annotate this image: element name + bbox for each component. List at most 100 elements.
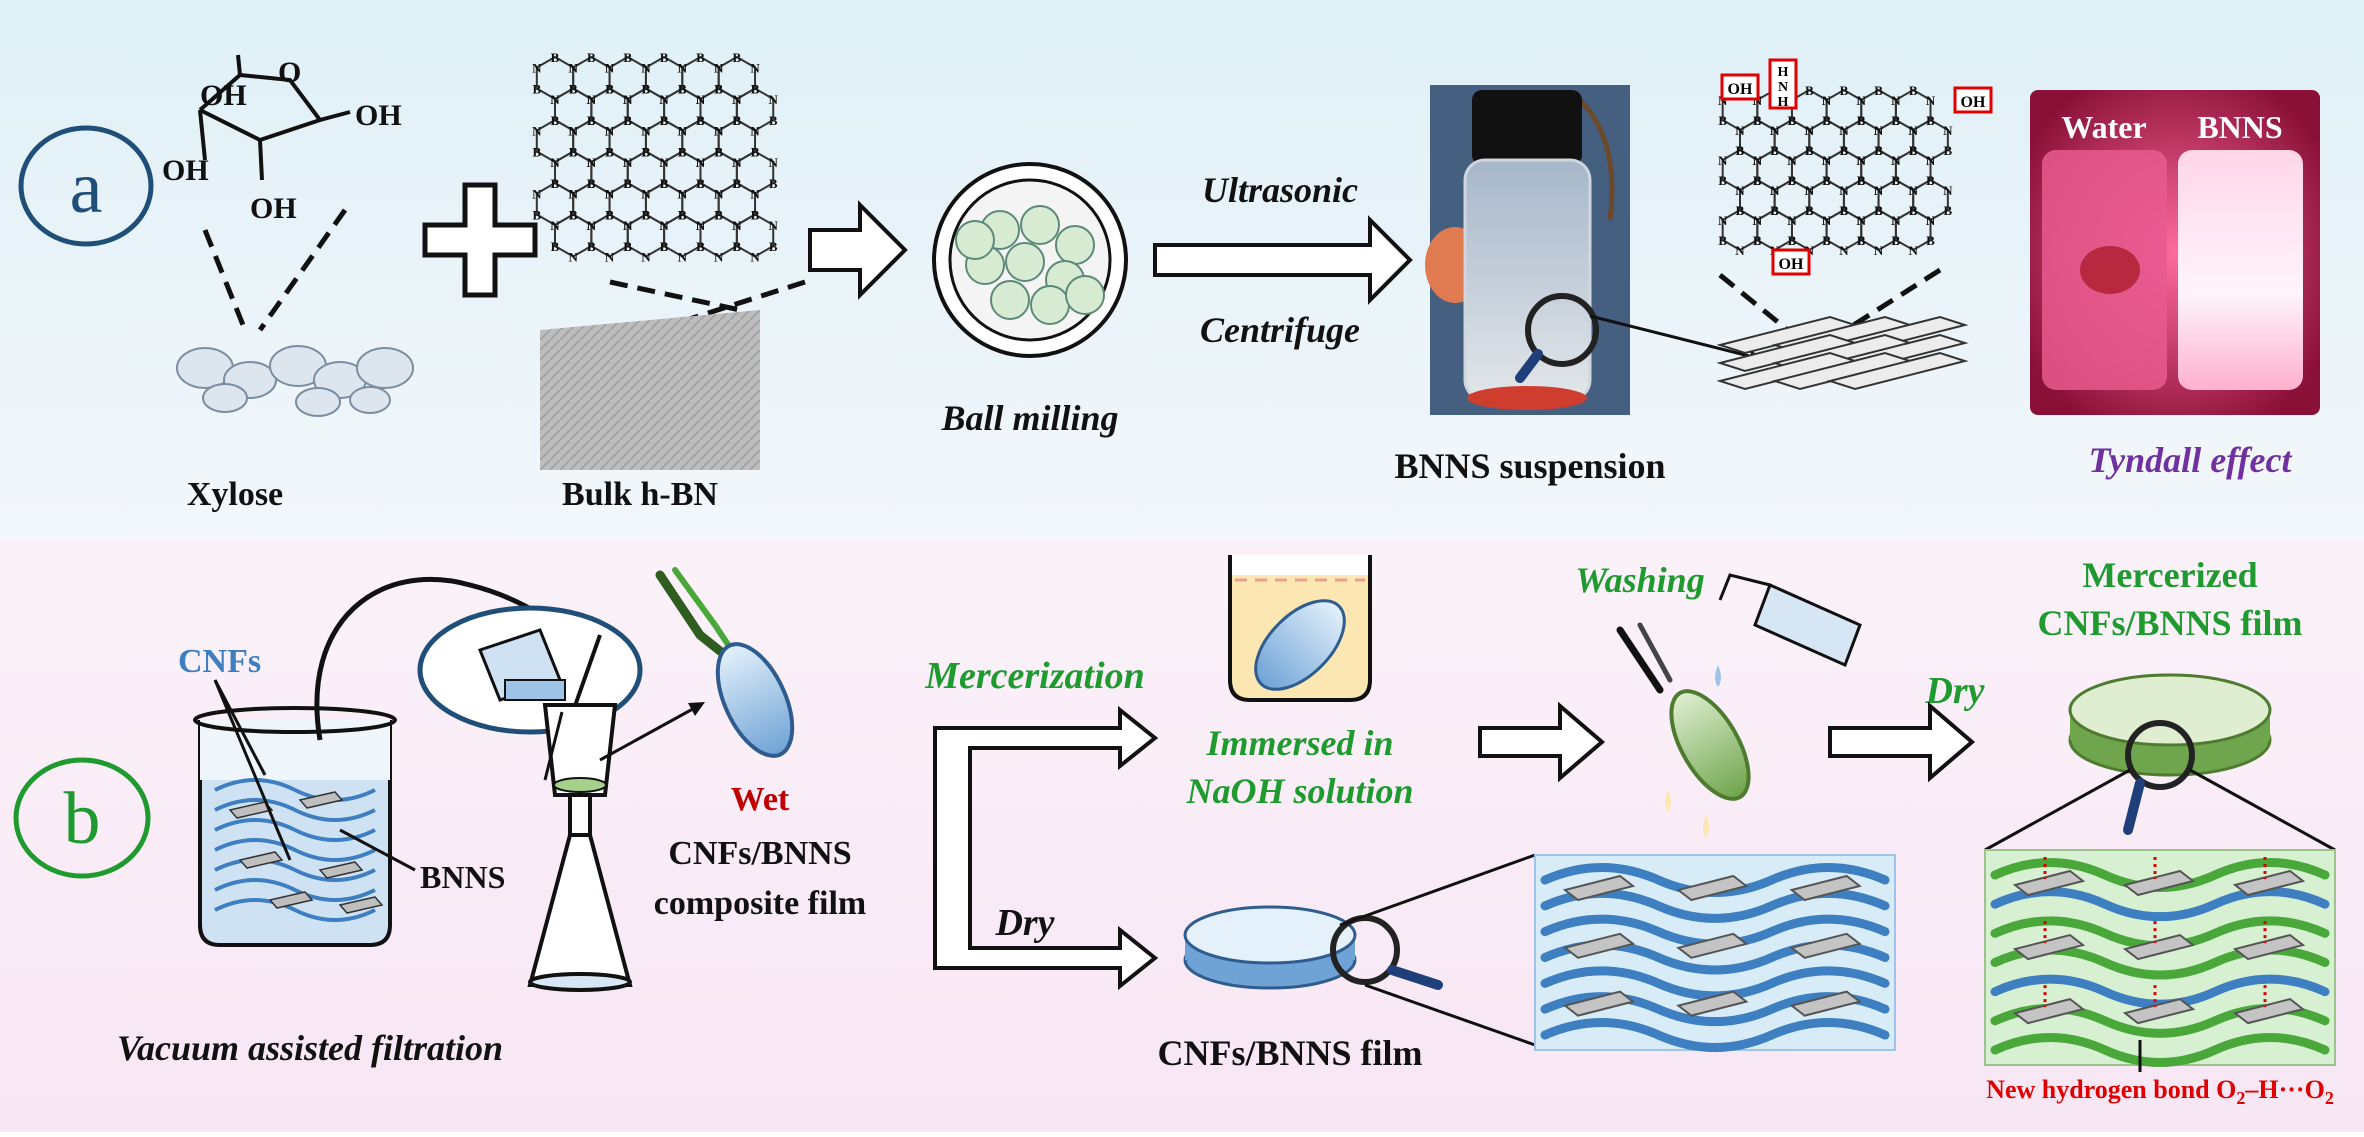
cnfs-bnns-film-label: CNFs/BNNS film [1157,1033,1422,1073]
lattice-atom: B [1892,173,1901,188]
lattice-atom: N [1822,93,1832,108]
bulk-hbn-block [540,310,760,470]
lattice-atom: N [1943,123,1953,138]
lattice-atom: N [1770,183,1780,198]
lattice-atom: N [568,124,578,139]
filter-pointer-head [688,702,705,716]
arrow-to-ball-milling [808,200,908,300]
lattice-atom: B [1857,233,1866,248]
lattice-atom: N [732,92,742,107]
lattice-atom: B [714,145,723,160]
lattice-atom: B [1822,233,1831,248]
xylose-oh-4: OH [250,192,297,225]
film-zoom-inset [1534,854,1896,1052]
lattice-atom: B [678,208,687,223]
lattice-atom: B [623,113,632,128]
lattice-atom: B [678,208,687,223]
lattice-atom: N [1891,153,1901,168]
lattice-atom: N [732,218,742,233]
lattice-atom: B [714,208,723,223]
ball-mill-jar [932,162,1128,358]
lattice-atom: B [1805,203,1814,218]
lattice-atom: B [1736,143,1745,158]
bnns-sheet [1562,932,1636,959]
lattice-atom: B [1874,143,1883,158]
lattice-atom: N [678,187,688,202]
lattice-atom: B [733,176,742,191]
lattice-atom: B [1753,173,1762,188]
milling-ball [1030,285,1070,325]
cnf-bnns-film-disk [1183,905,1443,990]
milling-ball [1055,225,1095,265]
lattice-atom: N [1909,123,1919,138]
lattice-atom: N [732,155,742,170]
lattice-atom: B [569,208,578,223]
lattice-atom: B [1822,113,1831,128]
lattice-atom: N [1891,93,1901,108]
lattice-atom: B [569,145,578,160]
lattice-atom: N [714,250,724,265]
bnns-sheet [318,861,364,879]
lattice-atom: B [587,176,596,191]
lattice-atom: N [659,155,669,170]
lattice-atom: N [1857,213,1867,228]
lattice-atom: N [1718,213,1728,228]
lattice-atom: B [1736,203,1745,218]
lattice-atom: B [1892,113,1901,128]
lattice-atom: B [1944,203,1953,218]
lattice-atom: N [1770,123,1780,138]
lattice-atom: B [605,82,614,97]
xylose-ring-o: O [278,56,301,89]
lattice-atom: N [641,187,651,202]
lattice-atom: N [532,61,542,76]
lattice-atom: N [1822,153,1832,168]
cnfs-label: CNFs [178,643,261,680]
lattice-atom: B [1788,113,1797,128]
lattice-atom: N [1753,213,1763,228]
lattice-atom: B [1874,143,1883,158]
lattice-atom: N [550,92,560,107]
lattice-atom: N [1839,123,1849,138]
lattice-atom: B [696,176,705,191]
bnns-sheet [1676,990,1749,1017]
ball-milling-label: Ball milling [940,398,1118,438]
lattice-atom: B [696,113,705,128]
lattice-atom: B [1736,143,1745,158]
cellulose-fiber [214,778,376,802]
lattice-atom: B [569,208,578,223]
lattice-atom: N [1909,183,1919,198]
bnns-sheet [2122,933,2196,961]
bnns-sheet [1789,874,1862,902]
lattice-atom: N [568,124,578,139]
lattice-atom: N [587,218,597,233]
milling-ball [955,220,995,260]
lattice-atom: N [1770,183,1780,198]
lattice-atom: N [1874,123,1884,138]
mercerized-zoom-inset [1984,849,2336,1067]
lattice-atom: B [660,239,669,254]
lattice-atom: B [1857,113,1866,128]
lattice-atom: N [605,250,615,265]
lattice-atom: N [714,187,724,202]
lattice-atom: N [550,155,560,170]
lattice-atom: B [1909,143,1918,158]
lattice-atom: B [660,176,669,191]
cellulose-fiber [214,838,376,862]
cellulose-fiber [1990,1033,2330,1067]
lattice-atom: B [1840,203,1849,218]
bnns-sheet [238,851,284,869]
lattice-atom: N [714,187,724,202]
lattice-atom: B [678,145,687,160]
lattice-atom: N [750,61,760,76]
lattice-atom: B [587,113,596,128]
lattice-atom: N [1926,153,1936,168]
lattice-atom: B [1840,83,1849,98]
lattice-atom: B [660,176,669,191]
lattice-atom: B [1822,173,1831,188]
lattice-atom: B [678,145,687,160]
bnns-beaker-label: BNNS [420,859,505,895]
lattice-atom: N [659,92,669,107]
lattice-atom: B [1805,203,1814,218]
lattice-atom: N [1926,93,1936,108]
lattice-atom: N [1753,153,1763,168]
